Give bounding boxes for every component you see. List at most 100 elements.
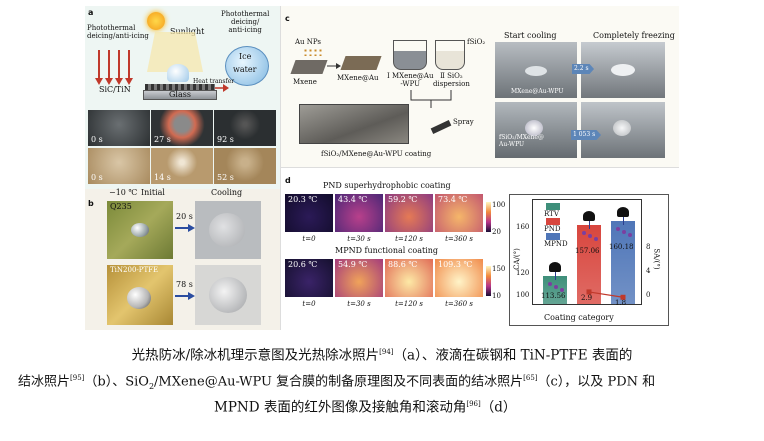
value-label: 160.18 (609, 243, 634, 252)
panel-d: d PND superhydrophobic coating MPND func… (281, 168, 679, 330)
ice-icon (613, 120, 631, 136)
ice-label: Ice (239, 52, 252, 61)
glass-substrate (143, 90, 217, 100)
time-label: t=30 s (347, 300, 371, 308)
caption-line-1: 光热防冰/除冰机理示意图及光热除冰照片[94]（a）、液滴在碳钢和 TiN-PT… (0, 341, 764, 367)
legend-mpnd-swatch (546, 233, 560, 240)
row1-time-2: 27 s (154, 135, 171, 144)
y2tick-4: 4 (646, 267, 651, 275)
coating-label: fSiO₂/MXene@Au-WPU coating (321, 150, 432, 158)
drop-icon (525, 120, 543, 136)
caption-line-3: MPND 表面的红外图像及接触角和滚动角[96]（d） (214, 393, 734, 419)
time-label: t=0 (302, 235, 316, 243)
row1-time-3: 92 s (217, 135, 234, 144)
coating-block (299, 104, 409, 144)
temp-label: 20.3 ℃ (288, 195, 318, 204)
temp-label: 73.4 ℃ (438, 195, 468, 204)
ice-icon (611, 64, 635, 76)
panel-c: c Au NPs Mxene MXene@Au Ⅰ MXene@Au -WPU … (281, 6, 679, 168)
data-point (616, 227, 620, 232)
panel-c-label: c (285, 14, 290, 23)
au-particles-icon (303, 48, 323, 56)
sic-tin-layer (145, 84, 215, 90)
cooling-label: Cooling (211, 188, 243, 197)
ref-94: [94] (379, 348, 394, 356)
sa-label: 1.8 (615, 299, 627, 308)
time1-badge (572, 64, 594, 74)
ref-95: [95] (70, 374, 85, 382)
temp-label: 43.4 ℃ (338, 195, 368, 204)
mxene-au-label: MXene@Au (337, 74, 379, 82)
droplet-icon (131, 223, 149, 237)
title2-label: MPND functional coating (335, 246, 439, 255)
thermal-2-2: 54.9 ℃ (335, 259, 383, 297)
time2-label: 78 s (176, 280, 193, 289)
time-label: t=30 s (347, 235, 371, 243)
ice-drop-icon (167, 64, 189, 82)
legend-pnd-swatch (546, 218, 560, 225)
xlabel: Coating category (544, 313, 614, 322)
ylabel: CA/(°) (512, 248, 521, 270)
sunlight-rays-icon (147, 32, 203, 72)
value-label: 157.06 (575, 247, 600, 256)
data-point (560, 288, 564, 293)
scale2-min: 10 (492, 292, 501, 300)
spray-label: Spray (453, 118, 474, 126)
spray-nozzle-icon (430, 120, 452, 134)
composite-figure: a Photothermal deicing/anti-icing Sunlig… (85, 6, 679, 330)
sa-marker (586, 289, 592, 295)
legend-rtv-label: RTV (544, 210, 559, 218)
sa-label: 2.9 (581, 293, 593, 302)
panel-a: a Photothermal deicing/anti-icing Sunlig… (85, 6, 281, 189)
scale1-max: 100 (492, 201, 506, 209)
droplet-icon (583, 211, 595, 222)
ice-water-bubble (225, 46, 269, 86)
wpu-label: Ⅰ MXene@Au -WPU (387, 72, 434, 88)
panel-d-label: d (285, 176, 291, 185)
value-label: 113.56 (541, 292, 566, 300)
sample1-label: Q235 (110, 202, 132, 211)
legend-mpnd-label: MPND (544, 240, 568, 248)
scale1-min: 20 (492, 228, 501, 236)
tin-ptfe-initial-photo (107, 265, 173, 325)
droplet-icon (127, 287, 151, 309)
thermal-1-4: 73.4 ℃ (435, 194, 483, 232)
temp-label: 88.6 ℃ (388, 260, 418, 269)
temp-label: 54.9 ℃ (338, 260, 368, 269)
condition-label: −10 ℃ (109, 188, 138, 197)
thermal-2-1: 20.6 ℃ (285, 259, 333, 297)
caption-text: /MXene@Au-WPU 复合膜的制备原理图及不同表面的结冰照片 (154, 374, 524, 390)
water-label: water (233, 65, 257, 74)
sa-line (586, 289, 626, 300)
row2-time-3: 52 s (217, 173, 234, 182)
legend-rtv-swatch (546, 203, 560, 210)
sa-polyline (588, 291, 624, 298)
time-label: t=0 (302, 300, 316, 308)
thermal-2-4: 109.3 ℃ (435, 259, 483, 297)
data-point (582, 231, 586, 236)
row1-time-1: 0 s (91, 135, 103, 144)
time-label: t=120 s (395, 235, 423, 243)
caption-text: （b）、SiO (84, 374, 149, 390)
y2tick-0: 0 (646, 291, 651, 299)
title1-label: PND superhydrophobic coating (323, 181, 451, 190)
au-nps-label: Au NPs (295, 38, 322, 46)
heater-arrows-icon (95, 50, 133, 85)
sample1-label: MXene@Au-WPU (511, 88, 564, 95)
mxene-au-sheet-icon (340, 56, 382, 70)
caption-text: （c），以及 PDN 和 (537, 374, 656, 390)
temp-label: 59.2 ℃ (388, 195, 418, 204)
sa-marker (620, 294, 626, 300)
chart-plot-area: 113.56 157.06 2.9 160.18 1.8 (532, 199, 642, 308)
scale2-max: 150 (492, 265, 506, 273)
drop-icon (525, 66, 547, 76)
data-point (554, 285, 558, 290)
data-point (622, 230, 626, 235)
error-bar (589, 221, 590, 230)
sio2-disp-label: Ⅱ SiO₂ dispersion (433, 72, 470, 88)
mxene-sheet-icon (290, 60, 328, 74)
row2-time-1: 0 s (91, 173, 103, 182)
glass-label: Glass (169, 90, 191, 99)
time2-label: 1 053 s (573, 131, 596, 138)
caption-text: （d） (480, 399, 517, 416)
